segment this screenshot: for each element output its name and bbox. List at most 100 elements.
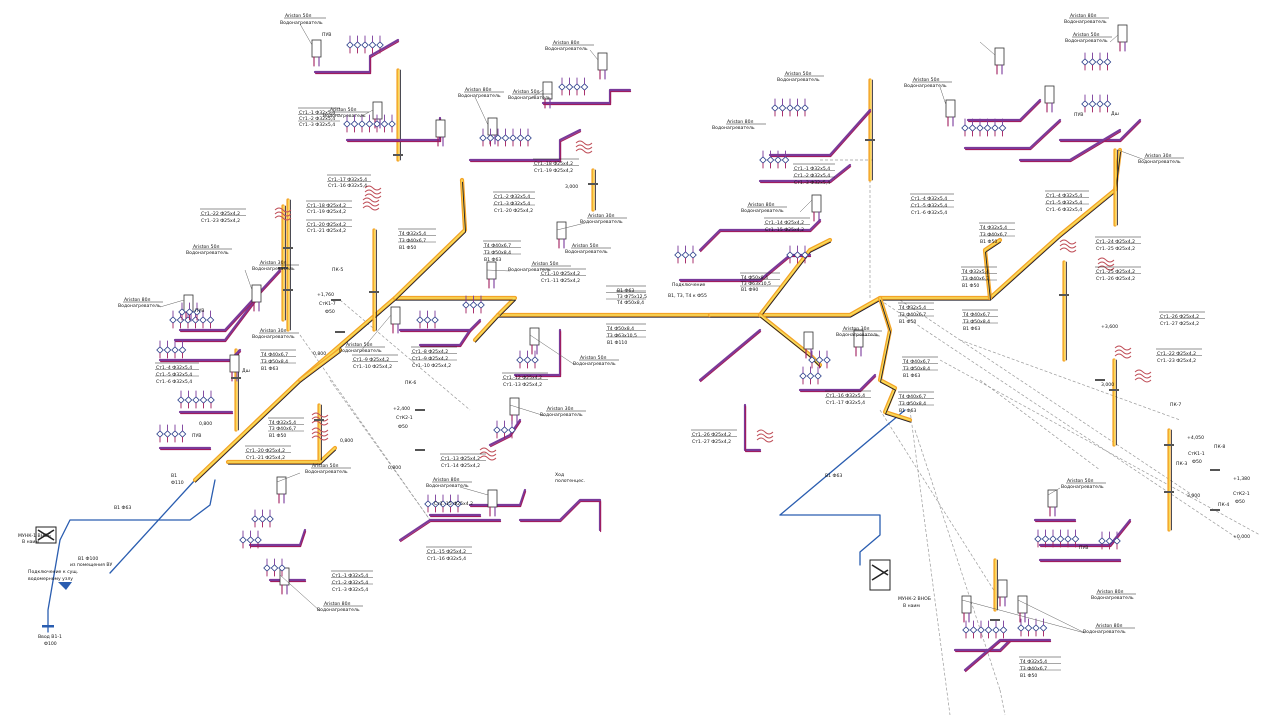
- branch-pipe: [1018, 128, 1122, 162]
- main-label: Т4 Ф50х8,4: [606, 326, 634, 332]
- valve-symbol: [206, 316, 215, 324]
- pipe-support: [1059, 294, 1069, 296]
- branch-pipe: [541, 88, 632, 105]
- valve-symbol: [199, 396, 208, 404]
- riser-label: Ст1.-3 Ф32х5,4: [494, 201, 530, 207]
- branch-pipe-hot: [470, 131, 582, 163]
- branch-pipe-hot: [420, 331, 472, 348]
- branch-pipe: [966, 98, 1042, 122]
- leader-line: [529, 334, 576, 366]
- meter-symbol: [58, 582, 72, 590]
- pipe-support: [588, 183, 598, 185]
- leader-line: [299, 23, 313, 46]
- branch-pipe-hot: [400, 521, 502, 543]
- main-label: В1 Ф63: [617, 288, 634, 294]
- pipe-support: [415, 449, 425, 451]
- riser-label: Ст1.-27 Ф25х4,2: [1160, 321, 1199, 327]
- pipe-support: [1210, 509, 1220, 511]
- heater-label: Водонагреватель: [252, 266, 295, 272]
- riser-label: Ст1.-10 Ф25х4,2: [541, 271, 580, 277]
- heater-label: Водонагреватель: [1065, 38, 1108, 44]
- main-pipe-b1: [985, 241, 1001, 301]
- main-pipe-b1: [880, 299, 911, 423]
- water-heater: [311, 39, 322, 58]
- riser-tag: СтК2-1: [1233, 491, 1250, 497]
- pipe-label: Т3 Ф50х8,4: [483, 250, 511, 256]
- heater-label: Ariston 50л: [572, 243, 599, 249]
- pipe-support: [331, 299, 341, 301]
- elevation-mark: +3,600: [1101, 324, 1118, 330]
- riser-label: Ст1.-23 Ф25х4,2: [201, 218, 240, 224]
- heater-label: Водонагреватель: [252, 334, 295, 340]
- valve-symbol: [991, 124, 999, 132]
- valve-symbol: [358, 120, 366, 128]
- heater-label: Ariston 30л: [260, 260, 287, 266]
- valve-symbol: [774, 156, 782, 164]
- pk-label: ПК-7: [1170, 402, 1181, 408]
- valve-symbol: [156, 346, 164, 354]
- valve-symbol: [1103, 58, 1112, 66]
- riser-tag: Ф50: [1235, 499, 1245, 505]
- valve-symbol: [177, 396, 185, 404]
- branch-pipe: [468, 488, 527, 507]
- branch-pipe: [468, 128, 582, 162]
- valve-symbol: [1081, 58, 1089, 66]
- pipe-label: Т3 Ф50х8,4: [260, 359, 288, 365]
- water-heater: [390, 306, 401, 325]
- valve-symbol: [169, 316, 177, 324]
- water-heater: [961, 595, 972, 614]
- fixture-tag: ПУВ: [322, 32, 331, 38]
- pipe-label: В1: [171, 473, 177, 479]
- valve-symbol: [573, 83, 581, 91]
- riser-label: Ст1.-2 Ф32х5,4: [299, 116, 335, 122]
- branch-pipe-hot: [965, 121, 1062, 151]
- elevation-mark: +1,760: [317, 292, 334, 298]
- riser-label: Ст1.-18 Ф25х4,2: [534, 161, 573, 167]
- leader-line: [509, 404, 546, 417]
- pipe-label: В1 Ф63: [261, 366, 278, 372]
- pk-label: ПК-5: [332, 267, 343, 273]
- towel-rail: [1097, 257, 1115, 271]
- valve-symbol: [977, 626, 985, 634]
- main-pipe-b1: [195, 191, 1116, 483]
- pipe-label: В1 Ф50: [269, 433, 286, 439]
- fixture-tag: ПУВ: [1074, 112, 1083, 118]
- riser-label: Ст1.-9 Ф25х4,2: [353, 357, 389, 363]
- branch-pipe: [1038, 518, 1132, 547]
- water-heater: [251, 284, 262, 303]
- heater-label: Водонагреватель: [1061, 484, 1104, 490]
- dashed-link: [339, 299, 471, 411]
- leader-line: [961, 599, 1086, 634]
- inlet-label: В наим: [903, 603, 920, 609]
- valve-symbol: [1081, 100, 1089, 108]
- riser-label: Ст1.-5 Ф32х5,4: [156, 372, 192, 378]
- feed-pipe-b1: [47, 539, 61, 633]
- valve-symbol: [823, 356, 831, 364]
- main-pipe-t4: [759, 314, 821, 366]
- valve-symbol: [350, 120, 359, 128]
- branch-pipe: [488, 418, 522, 447]
- heater-label: Ariston 30л: [260, 328, 287, 334]
- towel-rail: [756, 429, 774, 443]
- dashed-link: [899, 299, 1201, 501]
- heater-label: Водонагреватель: [741, 208, 784, 214]
- riser-label: Ст1.-6 Ф32х5,4: [911, 210, 947, 216]
- pipe-label: В1 Ф100: [78, 556, 98, 562]
- pipe-support: [283, 247, 293, 249]
- valve-symbol: [962, 626, 970, 634]
- water-heater: [945, 99, 956, 118]
- heater-label: Водонагреватель: [508, 95, 551, 101]
- pipe-support: [1210, 469, 1220, 471]
- leader-line: [279, 574, 321, 612]
- riser-label: Ст1.-6 Ф32х5,4: [156, 379, 192, 385]
- pk-label: ПК-6: [405, 380, 416, 386]
- branch-pipe: [418, 328, 472, 347]
- connection-label: водомерному узлу: [28, 577, 73, 582]
- valve-symbol: [258, 515, 267, 523]
- valve-symbol: [983, 124, 992, 132]
- leader-line: [1117, 149, 1146, 161]
- riser-tag: СтК2-1: [396, 415, 413, 421]
- branch-pipe: [1058, 118, 1142, 142]
- valve-symbol: [806, 372, 815, 380]
- riser-label: Ст1.-11 Ф25х4,2: [541, 278, 580, 284]
